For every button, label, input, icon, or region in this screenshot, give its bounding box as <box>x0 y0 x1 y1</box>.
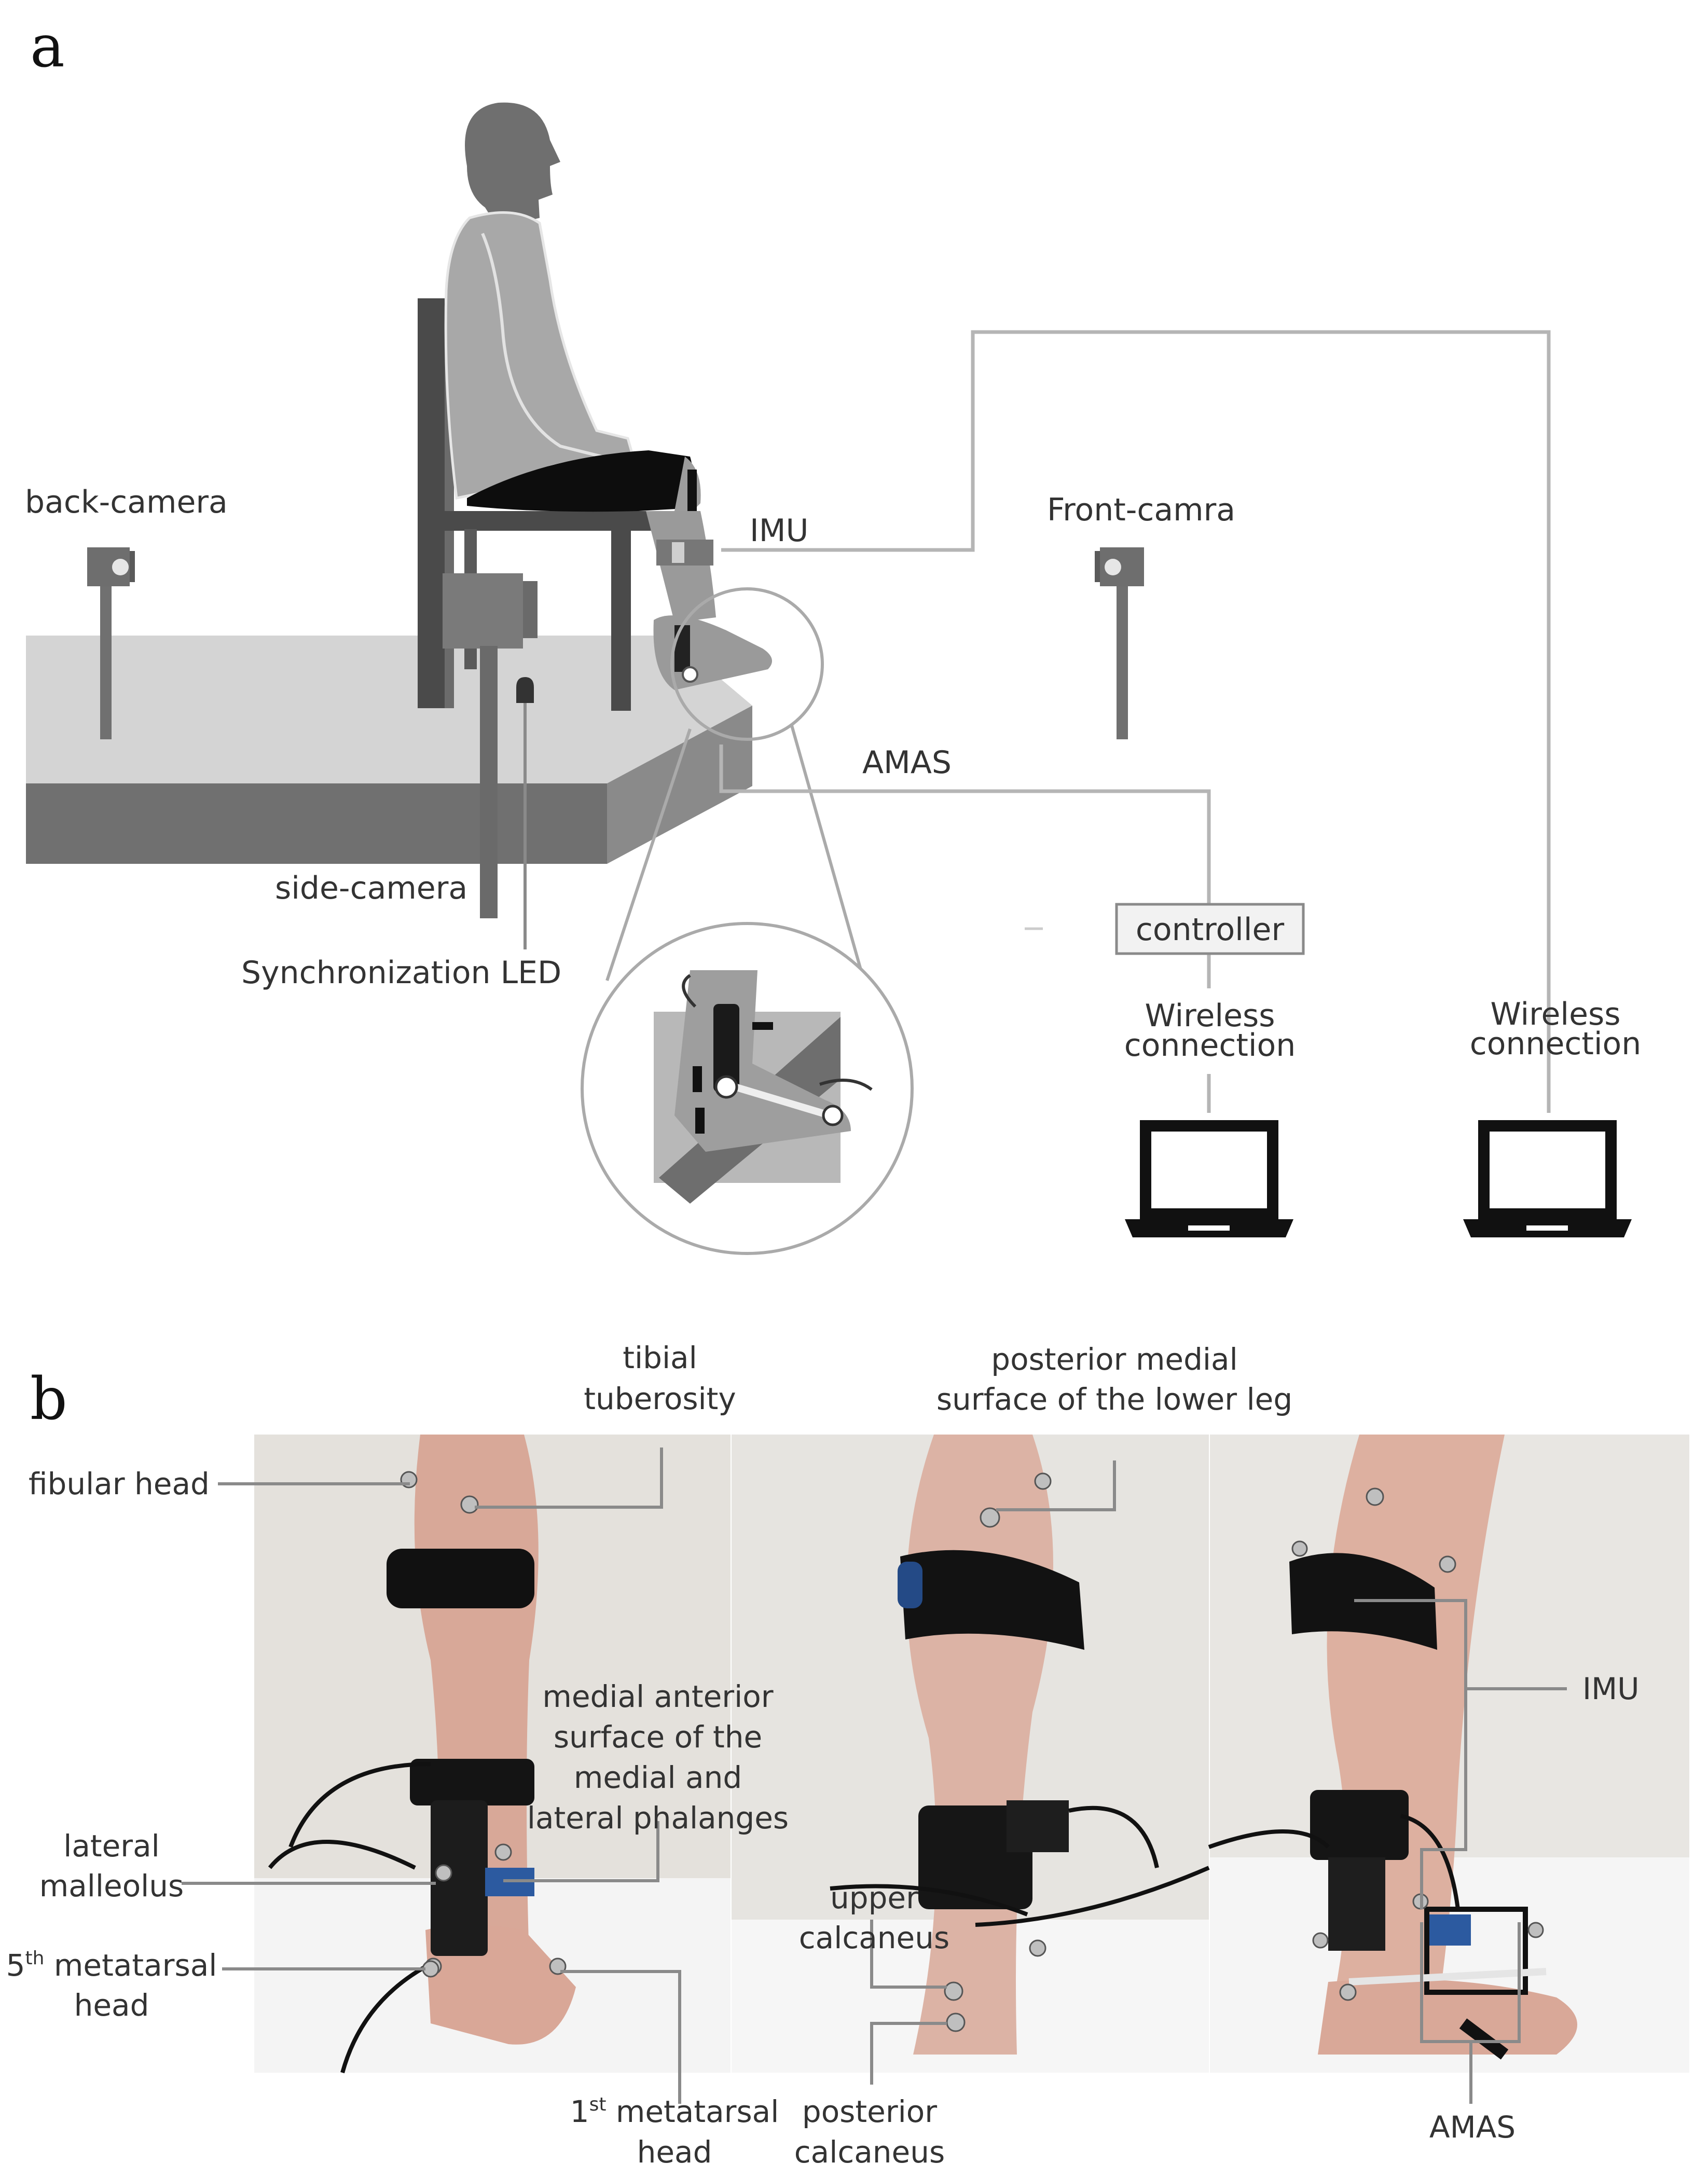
posterior-medial-label-1: posterior medial <box>991 1342 1237 1377</box>
leader-imu-bottom <box>1420 1689 1467 1909</box>
medial-anterior-label-1: medial anterior <box>542 1679 773 1714</box>
leader-tibial <box>475 1448 663 1509</box>
tibial-label-1: tibial <box>623 1340 697 1375</box>
posterior-calcaneus-label-2: calcaneus <box>794 2134 945 2170</box>
amas-label-b: AMAS <box>1429 2110 1516 2145</box>
panel-b: b <box>6 1340 1689 2170</box>
photo-front-view <box>254 1435 731 2074</box>
wireless-2-line1: Wireless <box>1490 996 1620 1032</box>
leader-medial-anterior <box>503 1821 659 1882</box>
wireless-1-line1: Wireless <box>1145 998 1275 1034</box>
imu-label-a: IMU <box>750 513 808 549</box>
upper-calcaneus-label-1: upper <box>830 1880 918 1915</box>
panel-a-letter: a <box>30 13 65 80</box>
side-camera-icon <box>443 573 538 918</box>
amas-label-a: AMAS <box>862 745 952 781</box>
front-camera-label: Front-camra <box>1047 492 1235 528</box>
wireless-2-line2: connection <box>1470 1026 1642 1062</box>
side-camera-label: side-camera <box>275 870 467 906</box>
back-camera-label: back-camera <box>25 484 228 520</box>
zoom-line-right <box>790 723 865 981</box>
first-meta-label-2: head <box>637 2134 712 2170</box>
sync-led-icon <box>516 677 534 949</box>
first-meta-num: 1 <box>570 2094 589 2129</box>
panel-a: a <box>25 13 1642 1255</box>
laptop-icon-2 <box>1463 1120 1632 1237</box>
fifth-meta-num: 5 <box>6 1948 25 1983</box>
fifth-meta-rest: metatarsal <box>44 1948 217 1983</box>
zoom-circle-small <box>670 587 824 741</box>
panel-b-letter: b <box>30 1366 67 1433</box>
fifth-meta-label-1: 5th metatarsal <box>6 1948 217 1983</box>
platform <box>26 636 752 864</box>
front-camera-icon <box>1095 547 1144 739</box>
back-camera-icon <box>87 547 135 739</box>
photo-posterior-view <box>732 1435 1210 2073</box>
wireless-1-line2: connection <box>1124 1027 1296 1064</box>
imu-label-b: IMU <box>1582 1671 1640 1706</box>
photo-medial-view <box>1208 1435 1689 2073</box>
tibial-label-2: tuberosity <box>584 1381 736 1416</box>
medial-anterior-label-4: lateral phalanges <box>527 1800 789 1836</box>
fibular-head-label: fibular head <box>29 1466 210 1501</box>
controller-box <box>1115 903 1305 955</box>
zoom-detail <box>581 922 914 1255</box>
leader-upper-calcaneus <box>870 1920 947 1989</box>
leader-first-meta <box>560 1970 681 2104</box>
first-meta-sup: st <box>589 2094 607 2115</box>
sync-led-label: Synchronization LED <box>241 955 561 991</box>
controller-label: controller <box>1136 912 1285 948</box>
fifth-meta-label-2: head <box>74 1988 149 2023</box>
leader-posterior-calcaneus <box>870 2022 947 2085</box>
amas-wire <box>719 745 1211 916</box>
fifth-meta-sup: th <box>25 1948 45 1969</box>
upper-calcaneus-label-2: calcaneus <box>799 1920 949 1955</box>
laptop-icon-1 <box>1125 1120 1293 1237</box>
medial-anterior-label-2: surface of the <box>554 1719 762 1755</box>
leader-imu-top <box>1354 1599 1567 1690</box>
first-meta-rest: metatarsal <box>606 2094 779 2129</box>
posterior-calcaneus-label-1: posterior <box>802 2094 937 2129</box>
lateral-malleolus-label-2: malleolus <box>39 1868 184 1904</box>
seated-person <box>444 102 772 690</box>
leader-posterior-medial <box>996 1460 1116 1511</box>
medial-anterior-label-3: medial and <box>574 1760 742 1795</box>
posterior-medial-label-2: surface of the lower leg <box>936 1382 1292 1417</box>
zoom-line-left <box>605 728 692 981</box>
first-meta-label-1: 1st metatarsal <box>570 2094 779 2129</box>
lateral-malleolus-label-1: lateral <box>63 1828 160 1864</box>
imu-wire <box>721 330 1551 1113</box>
